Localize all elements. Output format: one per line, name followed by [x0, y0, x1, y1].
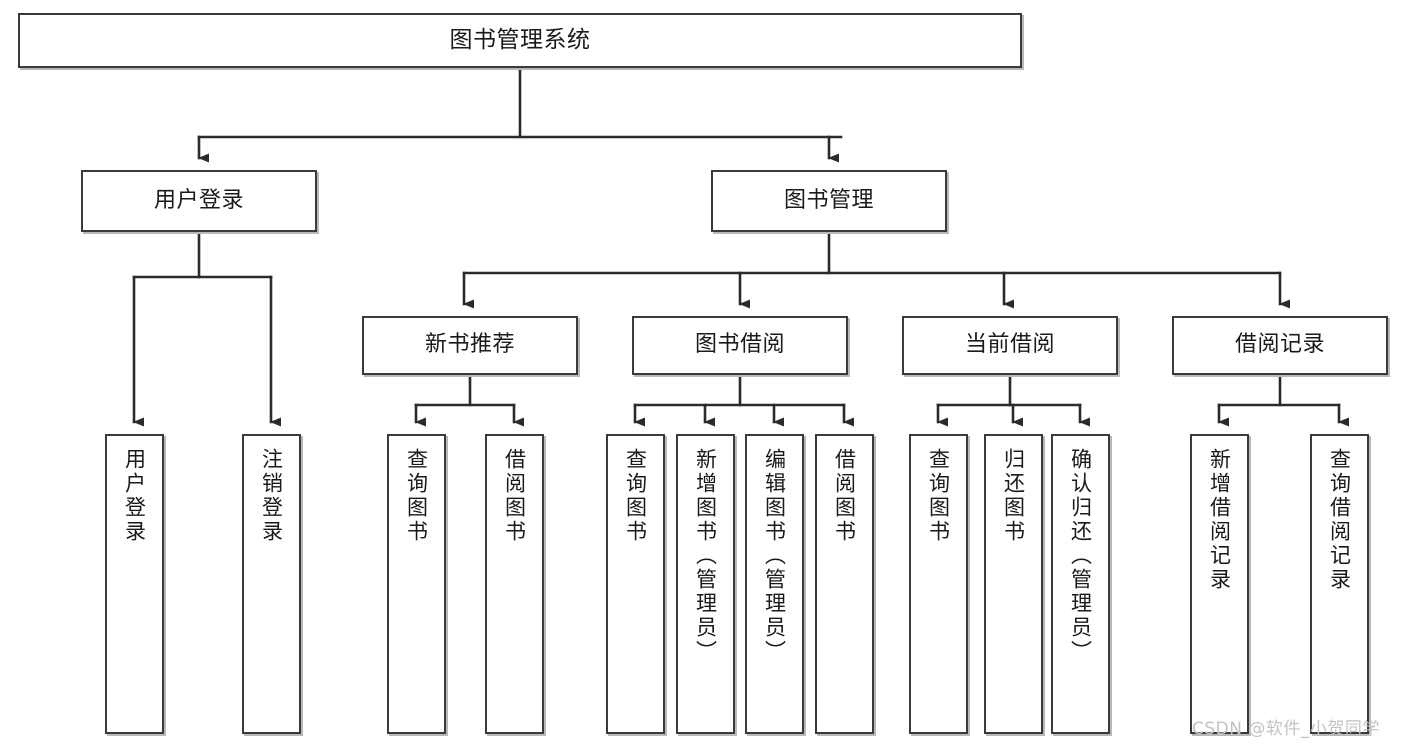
node-leaf-add-book[interactable]: 新增图书（管理员） [676, 434, 735, 734]
csdn-watermark: CSDN @软件_小贺同学 [1192, 719, 1380, 739]
node-borrow-record[interactable]: 借阅记录 [1172, 316, 1388, 375]
node-leaf-add-record[interactable]: 新增借阅记录 [1190, 434, 1249, 734]
node-label-leaf-edit-book: 编辑图书（管理员） [762, 448, 787, 664]
node-leaf-return-book[interactable]: 归还图书 [984, 434, 1043, 734]
node-label-leaf-borrow-book-1: 借阅图书 [502, 448, 527, 544]
node-root[interactable]: 图书管理系统 [18, 13, 1022, 68]
node-label-current-borrow: 当前借阅 [964, 332, 1055, 358]
node-current-borrow[interactable]: 当前借阅 [902, 316, 1118, 375]
node-leaf-query-book-1[interactable]: 查询图书 [387, 434, 446, 734]
node-label-leaf-confirm-return: 确认归还（管理员） [1068, 448, 1093, 664]
node-label-leaf-query-record: 查询借阅记录 [1327, 448, 1352, 592]
node-label-new-book-recommend: 新书推荐 [424, 332, 515, 358]
node-user-login[interactable]: 用户登录 [81, 170, 317, 232]
node-label-borrow-record: 借阅记录 [1234, 332, 1325, 358]
node-book-borrow[interactable]: 图书借阅 [632, 316, 848, 375]
node-label-leaf-query-book-3: 查询图书 [926, 448, 951, 544]
node-leaf-borrow-book-1[interactable]: 借阅图书 [485, 434, 544, 734]
node-label-leaf-add-record: 新增借阅记录 [1207, 448, 1232, 592]
node-label-user-login: 用户登录 [153, 187, 244, 213]
node-label-leaf-user-login: 用户登录 [122, 448, 147, 544]
node-label-leaf-add-book: 新增图书（管理员） [693, 448, 718, 664]
node-leaf-confirm-return[interactable]: 确认归还（管理员） [1051, 434, 1110, 734]
node-book-manage[interactable]: 图书管理 [711, 170, 947, 232]
node-new-book-recommend[interactable]: 新书推荐 [362, 316, 578, 375]
node-leaf-user-logout[interactable]: 注销登录 [242, 434, 301, 734]
node-label-leaf-borrow-book-2: 借阅图书 [832, 448, 857, 544]
node-label-leaf-query-book-1: 查询图书 [404, 448, 429, 544]
node-label-leaf-query-book-2: 查询图书 [623, 448, 648, 544]
node-leaf-borrow-book-2[interactable]: 借阅图书 [815, 434, 874, 734]
node-label-book-borrow: 图书借阅 [694, 332, 785, 358]
node-label-book-manage: 图书管理 [783, 187, 874, 213]
node-leaf-user-login[interactable]: 用户登录 [105, 434, 164, 734]
node-leaf-query-book-2[interactable]: 查询图书 [606, 434, 665, 734]
node-label-leaf-user-logout: 注销登录 [259, 448, 284, 544]
node-leaf-query-book-3[interactable]: 查询图书 [909, 434, 968, 734]
node-leaf-query-record[interactable]: 查询借阅记录 [1310, 434, 1369, 734]
node-label-root: 图书管理系统 [449, 26, 591, 53]
node-label-leaf-return-book: 归还图书 [1001, 448, 1026, 544]
node-leaf-edit-book[interactable]: 编辑图书（管理员） [745, 434, 804, 734]
